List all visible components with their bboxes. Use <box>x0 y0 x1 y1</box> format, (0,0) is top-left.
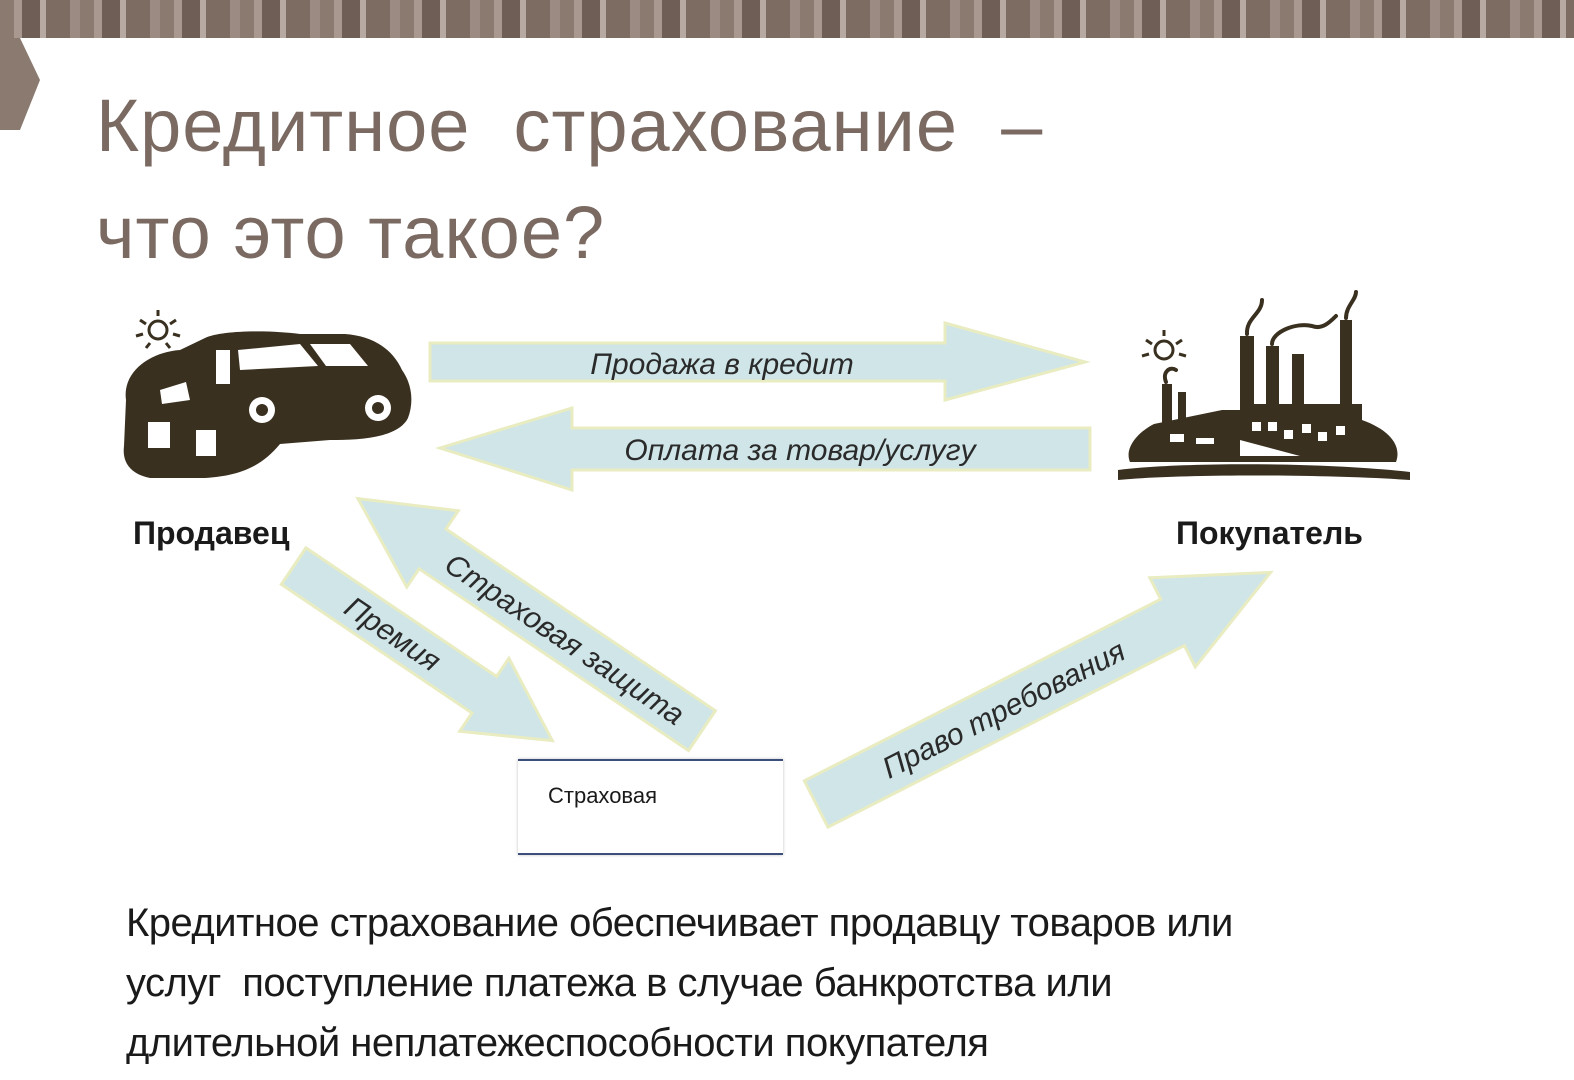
slide-title-line-2: что это такое? <box>96 191 606 275</box>
arrow-insurance-protection <box>355 496 718 753</box>
slide-caption: Кредитное страхование обеспечивает прода… <box>126 893 1506 1073</box>
slide-title: Кредитное страхование – что это такое? <box>96 72 1296 287</box>
arrow-payment <box>434 405 1092 493</box>
car-icon <box>123 310 412 478</box>
caption-line-1: Кредитное страхование обеспечивает прода… <box>126 901 1233 945</box>
slide-tab-marker <box>0 38 40 130</box>
label-right-of-recourse: Право требования <box>877 635 1130 786</box>
caption-line-2: услуг поступление платежа в случае банкр… <box>126 961 1113 1005</box>
arrow-credit-sale <box>428 321 1091 402</box>
label-credit-sale: Продажа в кредит <box>590 348 853 381</box>
buyer-label: Покупатель <box>1176 515 1363 551</box>
caption-line-3: длительной неплатежеспособности покупате… <box>126 1021 989 1065</box>
arrow-right-of-recourse <box>802 570 1274 830</box>
seller-label: Продавец <box>133 515 290 551</box>
arrow-premium <box>279 545 555 743</box>
insurer-label: Страховая <box>548 783 658 808</box>
factory-icon <box>1118 290 1410 480</box>
slide-title-line-1: Кредитное страхование – <box>96 84 1044 167</box>
insurer-box: Страховая <box>518 759 783 855</box>
header-band <box>0 0 1574 38</box>
label-payment: Оплата за товар/услугу <box>624 434 977 467</box>
